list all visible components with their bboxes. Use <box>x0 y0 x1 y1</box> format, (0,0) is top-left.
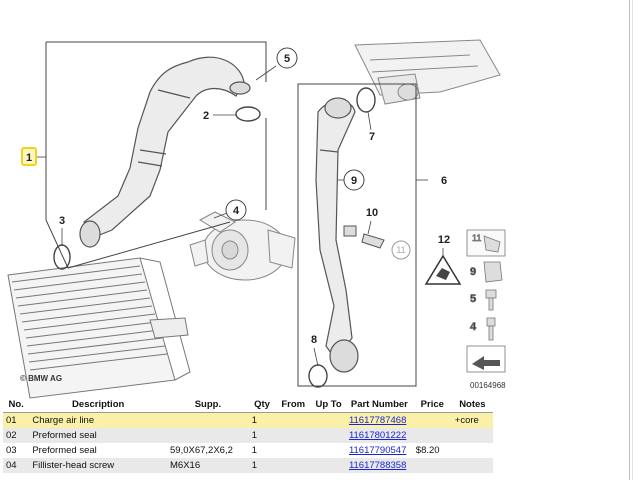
cell-supp: M6X16 <box>167 458 249 473</box>
svg-text:5: 5 <box>470 293 476 305</box>
window-edge-line <box>632 0 633 480</box>
cell-no: 04 <box>3 458 30 473</box>
callout-1[interactable]: 1 <box>21 147 37 166</box>
part-number-link[interactable]: 11617801222 <box>348 430 407 441</box>
side-icons-panel: 11 9 5 4 <box>466 229 506 373</box>
svg-text:6: 6 <box>441 175 447 187</box>
cell-qty: 1 <box>248 458 276 473</box>
cell-part-number: 11617788358 <box>345 458 413 473</box>
cell-up-to <box>311 412 346 428</box>
part-number-link[interactable]: 11617787468 <box>348 415 407 426</box>
cell-description: Charge air line <box>29 412 168 428</box>
callout-10[interactable]: 10 <box>366 207 378 219</box>
header-part-number: Part Number <box>345 397 413 413</box>
cell-from <box>275 458 312 473</box>
header-description: Description <box>29 397 168 413</box>
charge-air-pipe-drawing <box>315 97 359 373</box>
cell-notes <box>451 428 493 443</box>
cell-qty: 1 <box>248 443 276 458</box>
cell-from <box>275 428 312 443</box>
svg-text:4: 4 <box>233 205 240 217</box>
callout-6[interactable]: 6 <box>441 175 447 187</box>
cell-qty: 1 <box>248 412 276 428</box>
callout-5[interactable]: 5 <box>276 47 298 69</box>
cell-description: Preformed seal <box>29 428 168 443</box>
cell-notes <box>451 458 493 473</box>
warning-triangle-icon <box>424 254 462 285</box>
cell-supp: 59,0X67,2X6,2 <box>167 443 249 458</box>
group-box-left <box>45 41 267 269</box>
sensor-drawing <box>343 225 411 260</box>
cell-price <box>412 458 452 473</box>
cell-from <box>275 412 312 428</box>
cell-notes: +core <box>451 412 493 428</box>
svg-text:9: 9 <box>470 266 476 278</box>
callout-7[interactable]: 7 <box>369 131 375 143</box>
callout-4[interactable]: 4 <box>225 199 247 221</box>
svg-text:8: 8 <box>311 334 317 346</box>
cell-up-to <box>311 428 346 443</box>
turbocharger-drawing <box>189 211 296 281</box>
cell-description: Fillister-head screw <box>29 458 168 473</box>
cell-part-number: 11617801222 <box>345 428 413 443</box>
cell-supp <box>167 428 249 443</box>
table-row[interactable]: 02 Preformed seal 1 11617801222 <box>3 428 493 443</box>
part-number-link[interactable]: 11617790547 <box>348 445 407 456</box>
group-box-right <box>297 83 417 387</box>
table-row[interactable]: 04 Fillister-head screw M6X16 1 11617788… <box>3 458 493 473</box>
window-edge-line <box>629 0 630 480</box>
callout-11[interactable]: 11 <box>396 245 405 255</box>
header-notes: Notes <box>451 397 493 413</box>
header-from: From <box>275 397 312 413</box>
svg-text:11: 11 <box>396 245 405 255</box>
header-price: Price <box>412 397 452 413</box>
cell-price <box>412 412 452 428</box>
cell-price <box>412 428 452 443</box>
cell-up-to <box>311 443 346 458</box>
callout-12[interactable]: 12 <box>438 234 450 246</box>
cell-price: $8.20 <box>412 443 452 458</box>
parts-table: No. Description Supp. Qty From Up To Par… <box>3 397 493 473</box>
intake-manifold-drawing <box>354 39 501 105</box>
svg-text:2: 2 <box>203 110 209 122</box>
cell-no: 02 <box>3 428 30 443</box>
cell-notes <box>451 443 493 458</box>
charge-air-line-drawing <box>79 56 251 248</box>
intercooler-drawing <box>7 257 191 399</box>
callout-2[interactable]: 2 <box>203 110 209 122</box>
svg-text:10: 10 <box>366 207 378 219</box>
svg-text:7: 7 <box>369 131 375 143</box>
cell-qty: 1 <box>248 428 276 443</box>
svg-text:1: 1 <box>26 152 32 164</box>
cell-supp <box>167 412 249 428</box>
callout-8[interactable]: 8 <box>311 334 317 346</box>
cell-part-number: 11617787468 <box>345 412 413 428</box>
svg-text:9: 9 <box>351 175 357 187</box>
table-row[interactable]: 03 Preformed seal 59,0X67,2X6,2 1 116177… <box>3 443 493 458</box>
parts-diagram: 1 2 3 4 5 6 7 8 9 10 11 12 11 <box>7 39 506 399</box>
header-up-to: Up To <box>311 397 346 413</box>
table-row[interactable]: 01 Charge air line 1 11617787468 +core <box>3 412 493 428</box>
cell-description: Preformed seal <box>29 443 168 458</box>
svg-text:3: 3 <box>59 215 65 227</box>
cell-up-to <box>311 458 346 473</box>
part-number-link[interactable]: 11617788358 <box>348 460 407 471</box>
cell-from <box>275 443 312 458</box>
svg-text:5: 5 <box>284 53 290 65</box>
header-no: No. <box>3 397 30 413</box>
svg-text:11: 11 <box>472 233 481 243</box>
cell-no: 01 <box>3 412 30 428</box>
svg-text:12: 12 <box>438 234 450 246</box>
image-number: 00164968 <box>470 381 506 390</box>
copyright-text: © BMW AG <box>20 374 62 383</box>
svg-text:4: 4 <box>470 321 477 333</box>
header-qty: Qty <box>248 397 276 413</box>
cell-part-number: 11617790547 <box>345 443 413 458</box>
cell-no: 03 <box>3 443 30 458</box>
header-supp: Supp. <box>167 397 249 413</box>
table-header-row: No. Description Supp. Qty From Up To Par… <box>3 397 493 413</box>
callout-9[interactable]: 9 <box>343 169 365 191</box>
callout-3[interactable]: 3 <box>59 215 65 227</box>
